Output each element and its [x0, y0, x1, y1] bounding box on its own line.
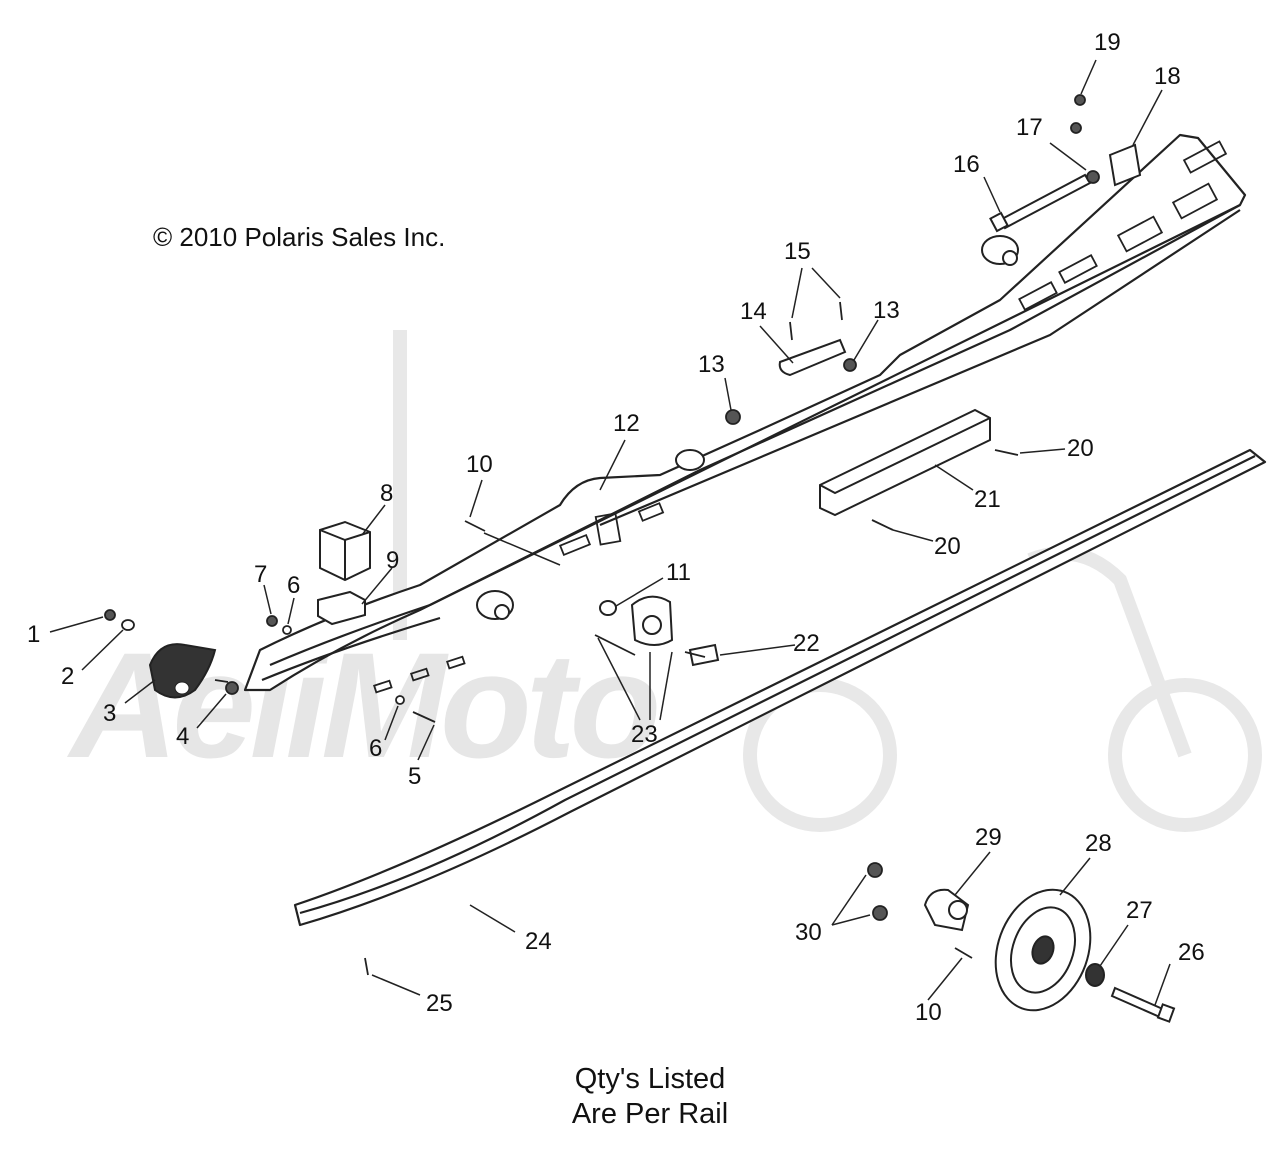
callout-22: 22 — [793, 630, 820, 657]
slide-rail — [243, 133, 1247, 692]
part-11-23 — [599, 595, 720, 667]
callout-13-left: 13 — [698, 351, 725, 378]
wear-strip — [293, 448, 1267, 927]
callout-16: 16 — [953, 151, 980, 178]
callout-7: 7 — [254, 561, 268, 588]
callout-23: 23 — [631, 721, 658, 748]
part-21-block — [819, 408, 991, 517]
callout-12: 12 — [613, 410, 640, 437]
callout-19: 19 — [1094, 29, 1121, 56]
leader-lines — [49, 59, 1171, 1006]
part-3-tip — [148, 643, 217, 699]
callout-5: 5 — [408, 763, 422, 790]
copyright-notice: © 2010 Polaris Sales Inc. — [153, 222, 446, 252]
callout-15: 15 — [784, 238, 811, 265]
callout-8: 8 — [380, 480, 394, 507]
callout-10-upper: 10 — [466, 451, 493, 478]
footnote-line-1: Qty's Listed — [574, 1063, 726, 1095]
callout-6-upper: 6 — [287, 572, 301, 599]
callout-26: 26 — [1178, 939, 1205, 966]
callout-3: 3 — [103, 700, 117, 727]
hardware — [104, 94, 1100, 976]
callout-30: 30 — [795, 919, 822, 946]
callout-29: 29 — [975, 824, 1002, 851]
part-14-bracket — [778, 338, 847, 377]
callout-25: 25 — [426, 990, 453, 1017]
part-3-hole — [174, 681, 190, 695]
callout-11: 11 — [666, 559, 691, 586]
callout-9: 9 — [386, 547, 400, 574]
part-8-9 — [317, 520, 371, 626]
callout-21: 21 — [974, 486, 1001, 513]
callout-18: 18 — [1154, 63, 1181, 90]
callout-20-upper: 20 — [1067, 435, 1094, 462]
footnote-line-2: Are Per Rail — [571, 1098, 729, 1130]
callout-2: 2 — [61, 663, 75, 690]
callout-10-lower: 10 — [915, 999, 942, 1026]
callout-20-lower: 20 — [934, 533, 961, 560]
footnote: Qty's Listed Are Per Rail — [520, 1062, 780, 1132]
callout-24: 24 — [525, 928, 552, 955]
callout-4: 4 — [176, 723, 190, 750]
callout-28: 28 — [1085, 830, 1112, 857]
rail-cutouts — [373, 140, 1228, 694]
part-18-bracket — [1108, 143, 1142, 187]
callout-13-right: 13 — [873, 297, 900, 324]
callout-6-lower: 6 — [369, 735, 383, 762]
callout-14: 14 — [740, 298, 767, 325]
callout-27: 27 — [1126, 897, 1153, 924]
callout-17: 17 — [1016, 114, 1043, 141]
part-16-bolt — [989, 173, 1092, 233]
rail-bosses — [476, 235, 1019, 620]
callout-1: 1 — [27, 621, 41, 648]
wheel-assembly — [923, 888, 1176, 1023]
